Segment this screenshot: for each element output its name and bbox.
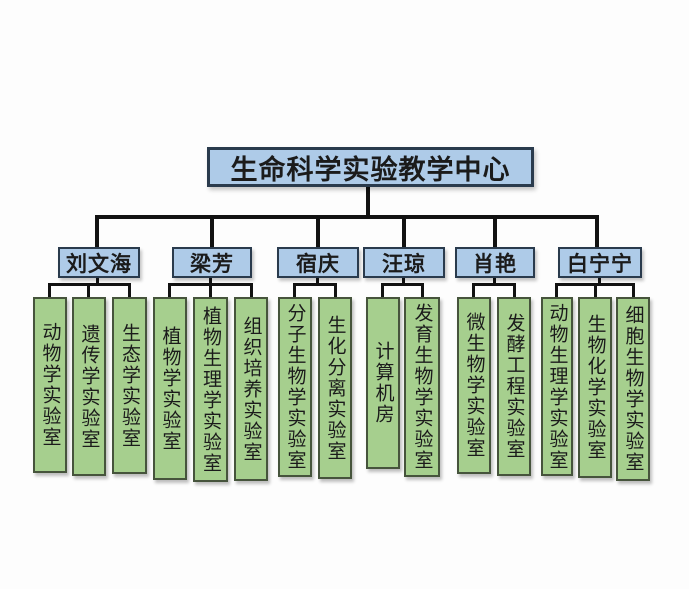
connector [334, 283, 337, 298]
manager-node-xiaoyan: 肖艳 [455, 247, 535, 278]
connector [472, 283, 475, 298]
lab-label: 生态学实验室 [119, 322, 140, 449]
root-node: 生命科学实验教学中心 [207, 147, 534, 187]
lab-node: 计算机房 [366, 297, 400, 469]
connector [555, 283, 558, 298]
lab-label: 计算机房 [372, 341, 394, 425]
connector [128, 283, 131, 298]
connector [381, 283, 424, 286]
connector [598, 277, 601, 285]
lab-node: 发酵工程实验室 [497, 297, 531, 476]
connector [96, 277, 99, 285]
connector [209, 283, 212, 298]
lab-label: 生化分离实验室 [324, 314, 346, 462]
lab-label: 植物生理学实验室 [200, 305, 221, 474]
manager-node-suqing: 宿庆 [277, 247, 359, 278]
connector [209, 277, 212, 285]
connector [366, 186, 370, 218]
connector [594, 283, 597, 298]
connector [316, 215, 320, 248]
lab-label: 动物学实验室 [39, 322, 61, 448]
lab-label: 发育生物学实验室 [411, 303, 433, 471]
connector [402, 277, 405, 285]
connector [493, 215, 497, 248]
connector [87, 283, 90, 298]
manager-label: 宿庆 [296, 252, 340, 276]
lab-node: 生态学实验室 [112, 297, 147, 474]
connector [293, 283, 296, 298]
connector [402, 215, 406, 248]
connector [48, 283, 51, 298]
manager-node-bainingning: 白宁宁 [558, 247, 642, 278]
lab-label: 微生物学实验室 [463, 312, 485, 459]
connector [381, 283, 384, 298]
connector [421, 283, 424, 298]
connector [595, 215, 599, 248]
lab-node: 植物学实验室 [153, 297, 187, 480]
manager-label: 汪琼 [382, 252, 426, 276]
root-node-label: 生命科学实验教学中心 [230, 154, 511, 185]
lab-node: 遗传学实验室 [72, 297, 106, 476]
lab-node: 发育生物学实验室 [404, 297, 440, 477]
lab-label: 遗传学实验室 [78, 323, 100, 450]
connector [472, 283, 516, 286]
manager-label: 肖艳 [473, 252, 517, 276]
lab-node: 动物学实验室 [33, 297, 67, 473]
lab-node: 微生物学实验室 [457, 297, 491, 474]
connector [210, 215, 214, 248]
lab-label: 发酵工程实验室 [503, 313, 525, 460]
manager-node-wangqiong: 汪琼 [363, 247, 445, 278]
connector [95, 215, 99, 248]
lab-node: 组织培养实验室 [234, 297, 268, 481]
connector [168, 283, 171, 298]
connector [293, 283, 337, 286]
lab-label: 生物化学实验室 [584, 314, 606, 461]
connector [632, 283, 635, 298]
connector [95, 215, 599, 219]
manager-label: 白宁宁 [567, 252, 633, 276]
lab-label: 组织培养实验室 [240, 315, 262, 463]
manager-label: 梁芳 [190, 252, 234, 276]
manager-label: 刘文海 [66, 252, 132, 276]
lab-node: 分子生物学实验室 [278, 297, 312, 477]
connector [513, 283, 516, 298]
lab-label: 细胞生物学实验室 [622, 305, 644, 473]
lab-node: 生化分离实验室 [318, 297, 352, 479]
connector [493, 277, 496, 285]
lab-node: 细胞生物学实验室 [616, 297, 650, 481]
manager-node-liangfang: 梁芳 [172, 247, 252, 278]
connector [250, 283, 253, 298]
connector [316, 277, 319, 285]
lab-label: 动物生理学实验室 [546, 302, 568, 471]
lab-label: 分子生物学实验室 [284, 303, 306, 471]
lab-node: 植物生理学实验室 [193, 297, 228, 482]
lab-node: 动物生理学实验室 [541, 297, 573, 476]
manager-node-liuwenhai: 刘文海 [58, 247, 140, 278]
lab-node: 生物化学实验室 [578, 297, 612, 478]
lab-label: 植物学实验室 [159, 325, 181, 452]
